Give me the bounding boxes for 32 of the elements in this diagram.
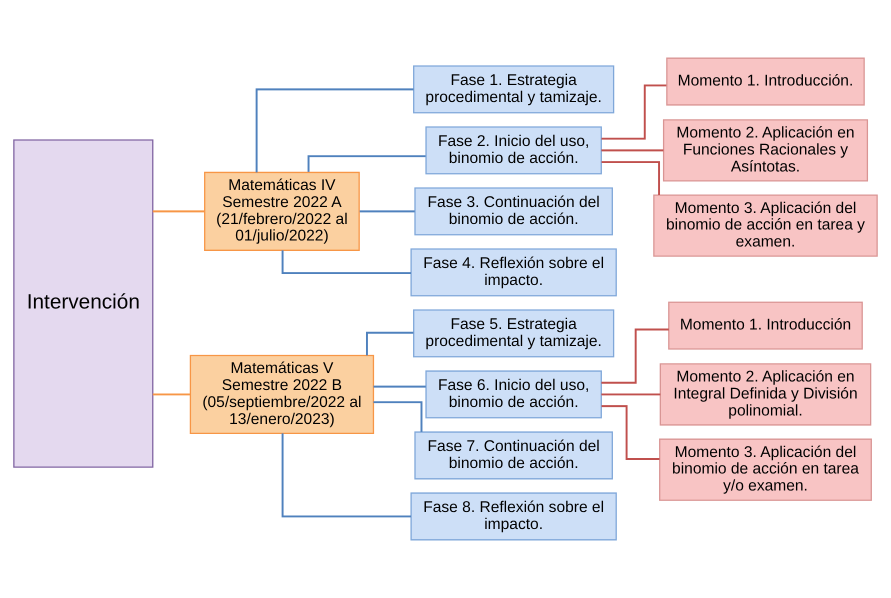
node-box: Matemáticas V Semestre 2022 B (05/septiembre/2022 al 13/enero/2023): [190, 354, 374, 434]
connector: [360, 210, 415, 212]
connector: [374, 386, 426, 388]
node-box: Fase 2. Inicio del uso, binomio de acción.: [425, 126, 602, 174]
node-box: Intervención: [13, 139, 154, 468]
connector: [601, 393, 660, 396]
node-box: Momento 3. Aplicación del binomio de acción en tarea y/o examen.: [659, 438, 872, 501]
connector: [282, 433, 411, 518]
node-box: Matemáticas IV Semestre 2022 A (21/febrero/2022 al 01/julio/2022): [204, 172, 360, 251]
connector: [601, 328, 669, 384]
connector: [602, 405, 660, 460]
node-box: Fase 7. Continuación del binomio de acción.: [414, 431, 613, 480]
node-box: Fase 3. Continuación del binomio de acción.: [414, 187, 613, 236]
node-box: Fase 6. Inicio del uso, binomio de acción.: [425, 370, 602, 418]
connector: [602, 161, 660, 195]
node-box: Fase 8. Reflexión sobre el impacto.: [410, 492, 617, 540]
node-box: Fase 1. Estrategia procedimental y tamizaje.: [413, 65, 614, 114]
node-box: Momento 1. Introducción: [668, 302, 863, 350]
node-box: Fase 5. Estrategia procedimental y tamizaje.: [413, 309, 614, 358]
node-box: Momento 3. Aplicación del binomio de acción en tarea y examen.: [653, 194, 878, 257]
connector: [282, 250, 411, 274]
connector: [601, 84, 666, 140]
node-box: Momento 2. Aplicación en Funciones Racionales y Asíntotas.: [662, 119, 868, 182]
connector: [373, 401, 422, 432]
node-box: Fase 4. Reflexión sobre el impacto.: [410, 248, 617, 296]
node-box: Momento 2. Aplicación en Integral Definida y División polinomial.: [660, 363, 872, 426]
connector: [256, 88, 414, 172]
connector: [152, 210, 204, 212]
connector: [366, 332, 414, 356]
connector: [152, 393, 190, 396]
node-box: Momento 1. Introducción.: [666, 58, 865, 106]
connector: [601, 149, 664, 152]
